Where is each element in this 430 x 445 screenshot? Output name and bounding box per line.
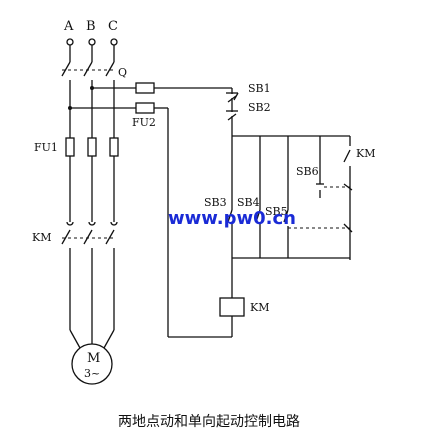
button-label-sb2: SB2 [248,101,271,114]
km-contact-markers [66,221,118,226]
fuse-fu1-a [65,137,75,157]
motor-symbol [71,343,113,385]
button-label-sb4: SB4 [237,196,260,209]
fuse-fu2-bottom [135,102,155,114]
phase-label-b: B [86,19,96,34]
button-label-sb1: SB1 [248,82,271,95]
sb5-button [283,209,353,258]
terminal-c [110,38,118,46]
sb4-button [255,209,261,258]
watermark: www.pw0.cn [168,208,296,229]
terminal-b [88,38,96,46]
control-tap-lines [68,86,232,338]
button-label-sb6: SB6 [296,165,319,178]
terminal-a [66,38,74,46]
diagram-caption: 两地点动和单向起动控制电路 [118,414,300,430]
main-lines-middle [61,156,115,349]
km-aux-contact [343,149,351,260]
fuse-fu1-c [109,137,119,157]
sb3-button [227,209,233,258]
control-top-bus [231,128,351,210]
fuse-fu2-top [135,82,155,94]
motor-label-3phase: 3~ [84,367,100,380]
main-power-lines [61,45,115,138]
sb1-stop-switch [226,88,239,106]
phase-label-a: A [63,19,74,34]
fuse-label-fu2: FU2 [132,116,156,129]
switch-label-q: Q [118,66,127,79]
phase-label-c: C [108,19,118,34]
sb2-stop-switch [226,106,238,128]
sb6-button [316,176,353,198]
km-coil [219,297,245,317]
fuse-fu1-b [87,137,97,157]
contactor-label-km-main: KM [32,231,51,244]
control-bottom-bus [231,257,350,337]
motor-label-m: M [87,351,100,366]
fuse-label-fu1: FU1 [34,141,58,154]
contactor-label-km-aux: KM [356,147,375,160]
coil-label-km: KM [250,301,269,314]
button-label-sb3: SB3 [204,196,227,209]
button-label-sb5: SB5 [265,205,288,218]
